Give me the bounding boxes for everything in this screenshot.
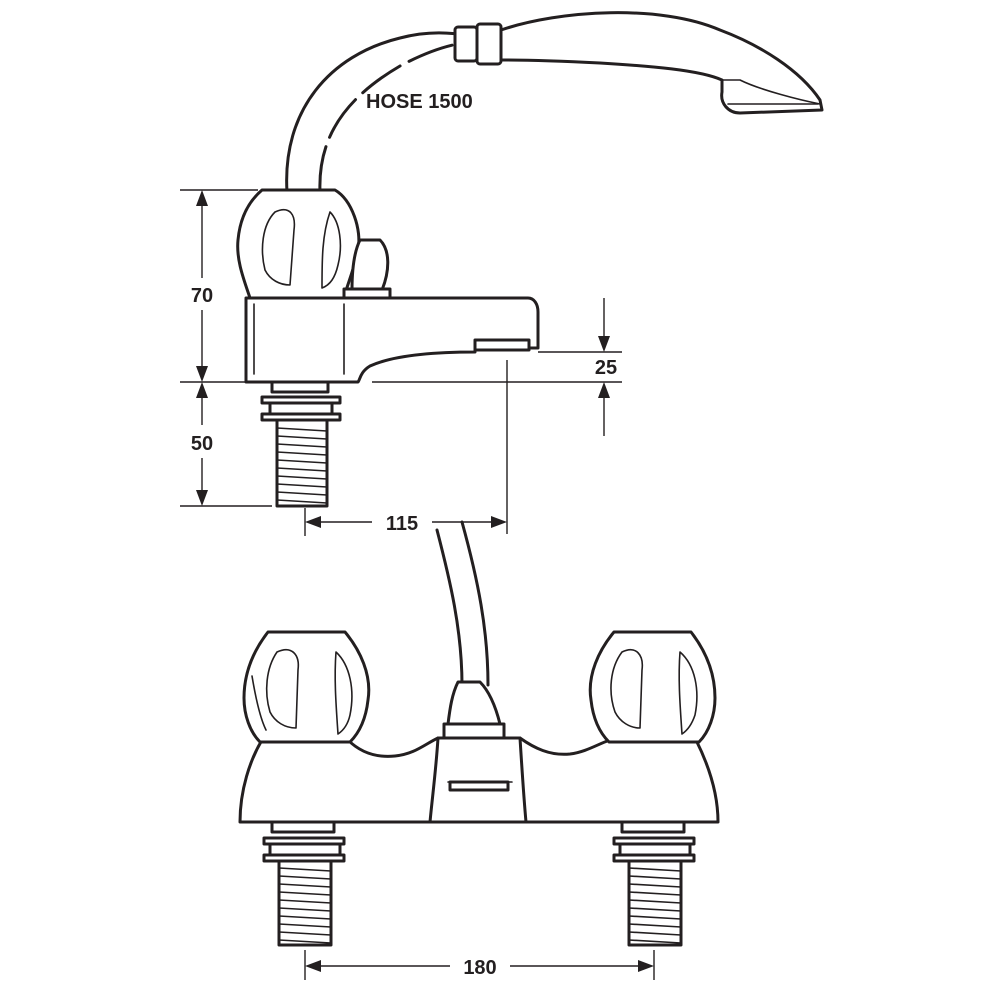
front-left-knob	[242, 630, 371, 744]
spout-drop-label: 25	[595, 357, 617, 379]
spout-reach-label: 115	[386, 513, 418, 535]
front-view	[238, 630, 720, 947]
shower-handset	[453, 11, 824, 115]
front-left-tail	[262, 820, 346, 947]
height-bottom-label: 50	[191, 433, 213, 455]
hose-length-label: HOSE 1500	[366, 91, 473, 113]
dimension-lines	[180, 189, 655, 980]
side-knob	[236, 188, 361, 300]
height-top-label: 70	[191, 285, 213, 307]
front-right-knob	[588, 630, 717, 744]
side-body-spout	[244, 296, 540, 384]
tap-centres-label: 180	[463, 957, 496, 979]
shower-hose	[285, 31, 472, 194]
spout-outlet	[473, 338, 531, 352]
side-view	[180, 11, 824, 980]
front-right-tail	[612, 820, 696, 947]
side-tail	[260, 380, 342, 508]
hose-lower	[435, 520, 490, 687]
diverter-lever	[350, 238, 390, 292]
diverter-block	[428, 736, 528, 824]
front-diverter-knob	[446, 680, 502, 726]
